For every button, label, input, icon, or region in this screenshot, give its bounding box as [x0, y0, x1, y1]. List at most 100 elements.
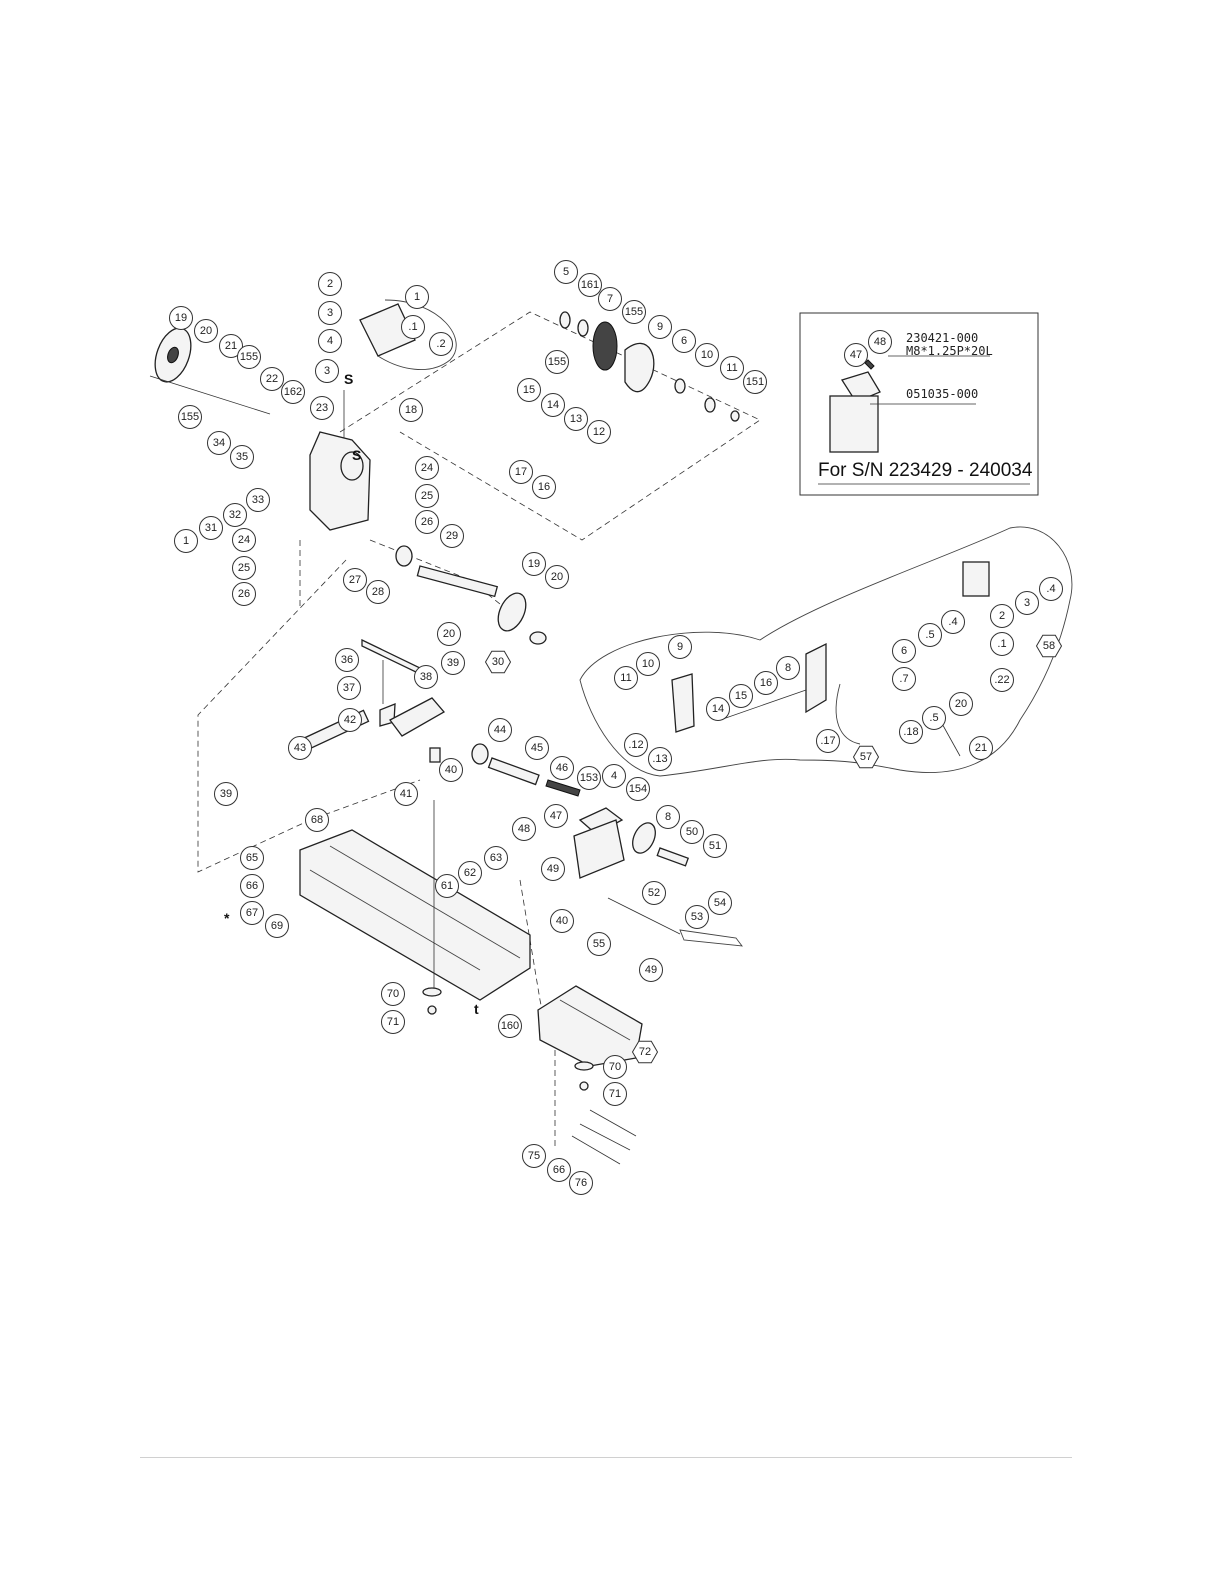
footer-divider: [140, 1457, 1072, 1458]
callout-82: 42: [338, 708, 362, 732]
callout-14: 23: [310, 396, 334, 420]
callout-73: .17: [816, 729, 840, 753]
callout-circle: [602, 764, 626, 788]
callout-9: 21: [219, 334, 243, 358]
callout-label: 38: [420, 671, 432, 683]
callout-28: 29: [440, 524, 464, 548]
callout-label: 3: [327, 307, 333, 319]
callout-label: 20: [443, 628, 455, 640]
callout-2: 3: [318, 301, 342, 325]
callout-label: 33: [252, 494, 264, 506]
callout-84: 40: [439, 758, 463, 782]
callout-116: 72: [631, 1040, 659, 1064]
callout-104: 66: [240, 874, 264, 898]
callout-circle: [415, 456, 439, 480]
callout-21: 1: [174, 529, 198, 553]
callout-24: 26: [415, 510, 439, 534]
inset-serial-label: For S/N 223429 - 240034: [818, 460, 1033, 481]
callout-77: 57: [852, 745, 880, 769]
callout-26: 25: [232, 556, 256, 580]
callout-label: 53: [691, 911, 703, 923]
callout-18: 33: [246, 488, 270, 512]
callout-circle: [706, 697, 730, 721]
callout-circle: [232, 556, 256, 580]
callout-label: 63: [490, 852, 502, 864]
callout-circle: [703, 834, 727, 858]
callout-label: 39: [220, 788, 232, 800]
callout-1: 2: [318, 272, 342, 296]
callout-circle: [315, 359, 339, 383]
callout-label: 6: [681, 335, 687, 347]
callout-label: .4: [1046, 583, 1055, 595]
callout-37: 7: [598, 287, 622, 311]
callout-circle: [318, 301, 342, 325]
callout-111: 55: [587, 932, 611, 956]
callout-label: 20: [551, 571, 563, 583]
callout-label: 45: [531, 742, 543, 754]
callout-circle: [685, 905, 709, 929]
callout-circle: [199, 516, 223, 540]
callout-circle: [648, 315, 672, 339]
callout-label: 22: [266, 373, 278, 385]
callout-67: 16: [754, 671, 778, 695]
mark-s-top: S: [344, 371, 353, 387]
callout-label: 10: [701, 349, 713, 361]
callout-circle: [648, 747, 672, 771]
callout-120: 66: [547, 1158, 571, 1182]
callout-label: 66: [553, 1164, 565, 1176]
callout-46: 14: [541, 393, 565, 417]
callout-label: 55: [593, 938, 605, 950]
callout-label: 58: [1043, 640, 1055, 652]
callout-88: 45: [525, 736, 549, 760]
callout-circle: [949, 692, 973, 716]
callout-label: 6: [901, 645, 907, 657]
mark-s-mid: S: [352, 447, 361, 463]
callout-label: 161: [581, 279, 599, 291]
callout-label: 154: [629, 783, 647, 795]
callout-label: 10: [642, 658, 654, 670]
spindle-assembly: [395, 545, 547, 645]
callout-49: 17: [509, 460, 533, 484]
callout-circle: [338, 708, 362, 732]
callout-11: 22: [260, 367, 284, 391]
callout-label: 42: [344, 714, 356, 726]
callout-118: 71: [603, 1082, 627, 1106]
callout-circle: [544, 804, 568, 828]
callout-circle: [614, 666, 638, 690]
callout-47: 13: [564, 407, 588, 431]
callout-circle: [941, 610, 965, 634]
callout-label: 160: [501, 1020, 519, 1032]
callout-121: 76: [569, 1171, 593, 1195]
callout-75: 21: [969, 736, 993, 760]
callout-circle: [219, 334, 243, 358]
callout-label: 8: [785, 662, 791, 674]
callout-label: 20: [200, 325, 212, 337]
lathe-bed: [299, 800, 531, 1001]
callout-99: 52: [642, 881, 666, 905]
callout-circle: [439, 758, 463, 782]
callout-label: 23: [316, 402, 328, 414]
callout-circle: [517, 378, 541, 402]
callout-label: 46: [556, 762, 568, 774]
callout-51: 48: [868, 330, 892, 354]
callout-label: 14: [712, 703, 724, 715]
callout-circle: [1015, 591, 1039, 615]
callout-6: 3: [315, 359, 339, 383]
callout-115: 160: [498, 1014, 522, 1038]
callout-circle: [381, 982, 405, 1006]
callout-circle: [554, 260, 578, 284]
callout-109: 53: [685, 905, 709, 929]
callout-110: 40: [550, 909, 574, 933]
callout-7: 19: [169, 306, 193, 330]
callout-label: 11: [726, 362, 737, 374]
callout-circle: [642, 881, 666, 905]
callout-label: 67: [246, 907, 258, 919]
callout-circle: [237, 345, 261, 369]
callout-63: 8: [776, 656, 800, 680]
callout-57: .5: [918, 623, 942, 647]
callout-circle: [550, 756, 574, 780]
callout-circle: [437, 622, 461, 646]
callout-35: 5: [554, 260, 578, 284]
callout-label: 32: [229, 509, 241, 521]
callout-circle: [626, 777, 650, 801]
